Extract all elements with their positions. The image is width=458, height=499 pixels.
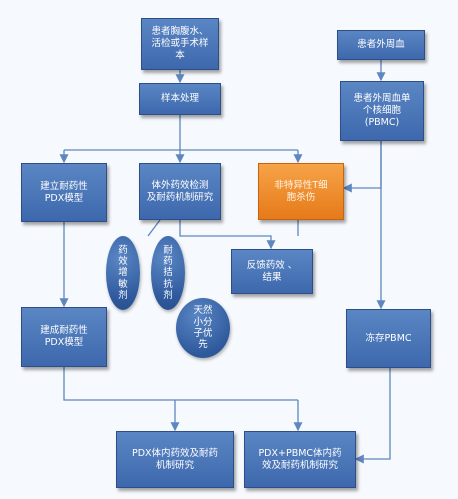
link-to-feedback — [179, 220, 276, 250]
node-pbmc: 患者外周血单 个核细胞 (PBMC) — [340, 81, 424, 141]
node-freeze-pbmc: 冻存PBMC — [346, 309, 431, 368]
node-feedback: 反馈药效 、 结果 — [231, 249, 313, 294]
link-in-vitro-to-agents — [147, 219, 161, 237]
node-sample-processing: 样本处理 — [139, 83, 221, 115]
node-sample: 患者胸腹水、 活检或手术样 本 — [141, 18, 219, 70]
oval-natural-small-molecule: 天然 小分 子优 先 — [176, 298, 230, 358]
node-pdx-pbmc-in-vivo: PDX+PBMC体内药 效及耐药机制研究 — [244, 431, 356, 488]
oval-resistance-antagonist: 耐 药 拮 抗 剂 — [151, 236, 185, 310]
node-peripheral-blood: 患者外周血 — [337, 30, 425, 60]
node-pdx-in-vivo: PDX体内药效及耐药 机制研究 — [116, 431, 234, 488]
node-built-pdx: 建成耐药性 PDX模型 — [21, 307, 107, 367]
link-built-to-in-vivo — [63, 367, 298, 401]
node-nonspecific-t: 非特异性T细 胞杀伤 — [258, 163, 344, 220]
node-establish-pdx: 建立耐药性 PDX模型 — [21, 163, 107, 222]
link-processing-branches — [64, 115, 298, 151]
link-pbmc-to-nonspecific-t — [342, 141, 382, 193]
link-freeze-to-pdx-pbmc — [354, 368, 391, 464]
oval-sensitizer: 药 效 增 敏 剂 — [106, 236, 140, 310]
node-in-vitro: 体外药效检测 及耐药机制研究 — [139, 163, 221, 220]
